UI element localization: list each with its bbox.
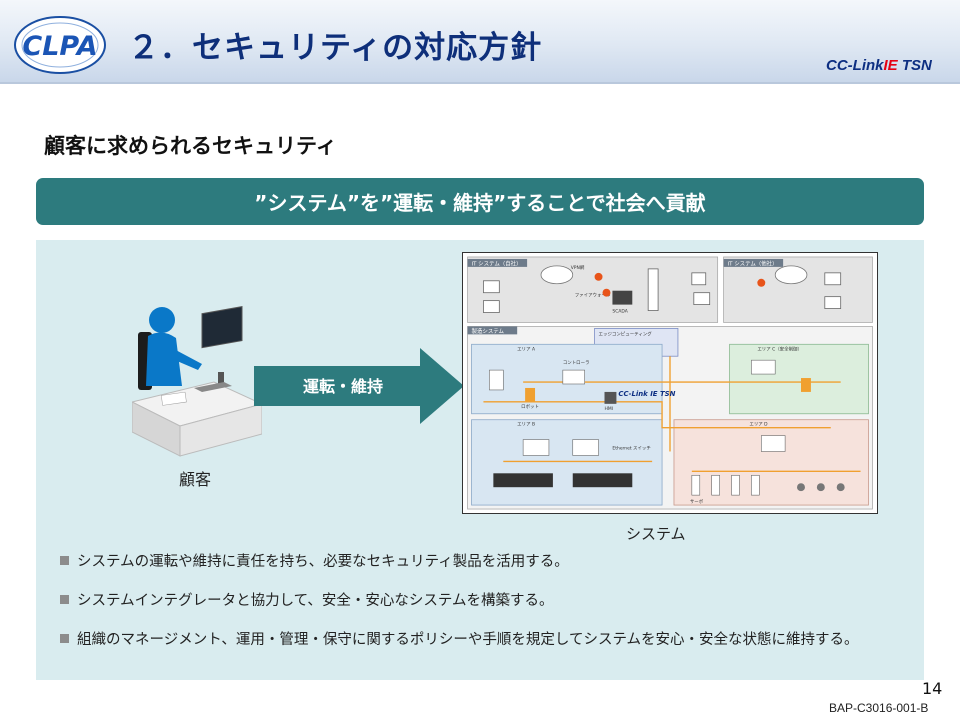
- square-bullet-icon: [60, 633, 69, 643]
- vpn-label: VPN網: [571, 264, 585, 271]
- arrow-label: 運転・維持: [302, 377, 383, 396]
- clpa-logo: CLPA: [14, 16, 106, 74]
- customer-label: 顧客: [179, 470, 212, 489]
- logo-prefix: CC-Link: [826, 57, 884, 74]
- controller-label-a: コントローラ: [563, 360, 590, 366]
- scada-label: SCADA: [612, 309, 628, 315]
- system-label: システム: [626, 525, 686, 543]
- bullet-text: 組織のマネージメント、運用・管理・保守に関するポリシーや手順を規定してシステムを…: [77, 631, 859, 648]
- page-title: ２．セキュリティの対応方針: [128, 30, 543, 66]
- bullet-item: システムの運転や維持に責任を持ち、必要なセキュリティ製品を活用する。: [60, 550, 920, 570]
- banner: ”システム”を”運転・維持”することで社会へ貢献: [36, 178, 924, 225]
- bullet-item: システムインテグレータと協力して、安全・安心なシステムを構築する。: [60, 589, 920, 609]
- document-code: BAP-C3016-001-B: [829, 701, 929, 715]
- bullet-item: 組織のマネージメント、運用・管理・保守に関するポリシーや手順を規定してシステムを…: [60, 628, 920, 648]
- hmi-label: HMI: [605, 406, 614, 412]
- logo-suffix: TSN: [897, 57, 932, 74]
- manufacturing-system-label: 製造システム: [472, 327, 505, 335]
- servo-label: サーボ: [690, 498, 704, 505]
- cc-link-ie-tsn-logo: CC-LinkIE TSN: [826, 57, 932, 74]
- it-system-own-label: IT システム（自社）: [472, 259, 522, 267]
- network-logo-label: CC-Link IE TSN: [618, 390, 675, 398]
- logo-accent: IE: [883, 57, 898, 74]
- square-bullet-icon: [60, 555, 69, 565]
- area-c-label: エリア C（安全制御）: [757, 345, 802, 352]
- edge-computing-label: エッジコンピューティング: [599, 330, 653, 337]
- area-b-label: エリア B: [517, 422, 535, 428]
- ethernet-switch-label: Ethernet スイッチ: [612, 445, 651, 451]
- area-d-label: エリア D: [749, 422, 768, 428]
- page-number: 14: [922, 679, 943, 698]
- content-panel: 顧客 運転・維持 IT システム（自社） IT システム（他社） VPN網 ファ…: [36, 240, 924, 680]
- customer-at-desk-illustration: [132, 306, 262, 457]
- firewall-label: ファイアウォール: [575, 292, 611, 299]
- bullet-text: システムの運転や維持に責任を持ち、必要なセキュリティ製品を活用する。: [77, 553, 569, 570]
- banner-text: ”システム”を”運転・維持”することで社会へ貢献: [254, 191, 706, 215]
- system-network-diagram: IT システム（自社） IT システム（他社） VPN網 ファイアウォール SC…: [462, 252, 878, 514]
- section-subtitle: 顧客に求められるセキュリティ: [44, 134, 337, 158]
- slide-header: CLPA ２．セキュリティの対応方針 CC-LinkIE TSN: [0, 0, 960, 84]
- clpa-logo-text: CLPA: [22, 31, 97, 62]
- area-a-label: エリア A: [517, 346, 536, 352]
- operation-arrow: [254, 348, 464, 424]
- robot-label: ロボット: [521, 403, 539, 410]
- square-bullet-icon: [60, 594, 69, 604]
- bullet-text: システムインテグレータと協力して、安全・安心なシステムを構築する。: [77, 592, 554, 609]
- it-system-other-label: IT システム（他社）: [728, 259, 778, 267]
- bullet-list: システムの運転や維持に責任を持ち、必要なセキュリティ製品を活用する。 システムイ…: [60, 550, 920, 667]
